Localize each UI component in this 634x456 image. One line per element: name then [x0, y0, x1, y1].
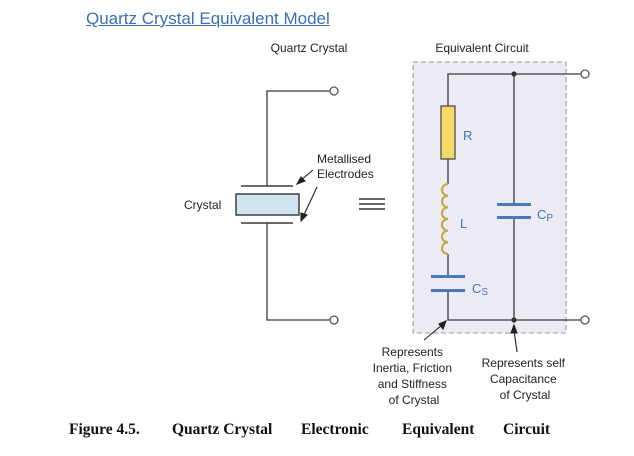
crystal-bottom-terminal: [329, 315, 339, 325]
inductor-label: L: [460, 216, 467, 231]
equivalent-circuit-heading: Equivalent Circuit: [435, 41, 529, 55]
resistor-r: [440, 105, 456, 160]
caption-word: Electronic: [301, 421, 369, 438]
parallel-note: Represents self Capacitance of Crystal: [482, 356, 569, 402]
caption-word: Quartz Crystal: [172, 421, 273, 438]
inductor-l: [441, 183, 449, 256]
series-note-line: Represents: [382, 345, 443, 359]
top-junction-dot: [511, 71, 517, 77]
circuit-diagram: Quartz Crystal Equivalent Circuit Crysta…: [184, 41, 590, 407]
equivalent-bottom-terminal: [580, 315, 590, 325]
bottom-junction-dot: [511, 317, 517, 323]
series-note-line: and Stiffness: [378, 377, 447, 391]
quartz-crystal-heading: Quartz Crystal: [271, 41, 348, 55]
equivalent-circuit-box: [412, 61, 567, 334]
crystal-body: [235, 193, 300, 216]
parallel-note-line: Represents self: [482, 356, 566, 370]
capacitor-cp: [497, 203, 531, 219]
series-note: Represents Inertia, Friction and Stiffne…: [373, 345, 456, 407]
caption-word: Equivalent: [402, 421, 475, 438]
caption-figure-number: Figure 4.5.: [69, 421, 140, 438]
caption-word: Circuit: [503, 421, 551, 438]
resistor-label: R: [463, 128, 472, 143]
electrodes-label-line1: Metallised: [317, 152, 371, 166]
series-note-line: of Crystal: [389, 393, 440, 407]
page-title[interactable]: Quartz Crystal Equivalent Model: [86, 9, 330, 28]
crystal-bottom-lead: [266, 223, 334, 321]
equivalent-top-terminal: [580, 69, 590, 79]
annotation-arrows: [423, 319, 518, 353]
parallel-note-line: of Crystal: [500, 388, 551, 402]
capacitor-cp-label: CP: [537, 207, 553, 224]
electrodes-label-line2: Electrodes: [317, 167, 374, 181]
equivalent-wires: [447, 73, 585, 321]
equivalence-symbol: [359, 198, 385, 210]
parallel-note-line: Capacitance: [490, 372, 557, 386]
capacitor-cs: [431, 275, 465, 292]
crystal-label: Crystal: [184, 198, 221, 212]
crystal-top-terminal: [329, 86, 339, 96]
series-note-line: Inertia, Friction: [373, 361, 452, 375]
crystal-top-lead: [266, 90, 334, 186]
crystal-symbol: [235, 86, 339, 325]
electrode-arrows: [295, 169, 318, 223]
capacitor-cs-label: CS: [472, 281, 488, 298]
